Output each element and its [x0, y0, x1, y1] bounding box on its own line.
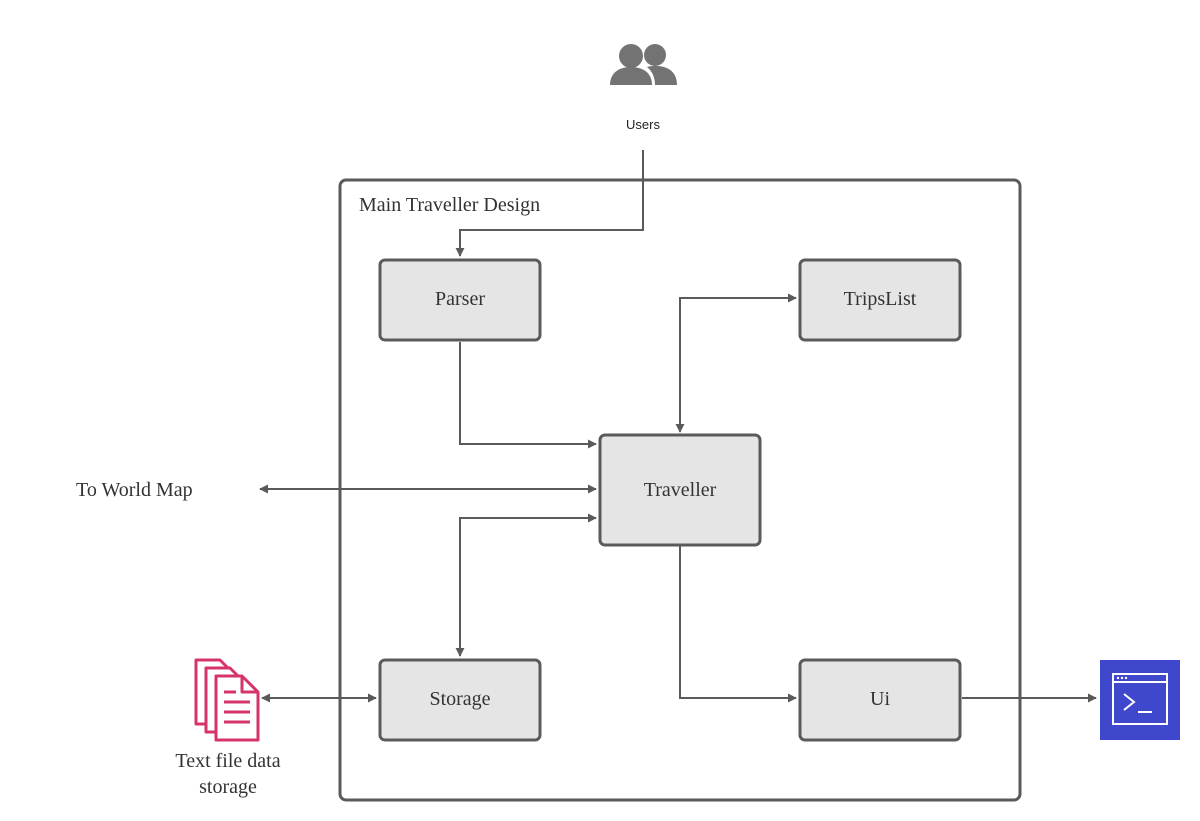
- traveller-label: Traveller: [644, 479, 717, 501]
- users-icon: [610, 44, 677, 85]
- storage-label: Storage: [429, 688, 490, 710]
- document-stack-icon: [194, 658, 260, 742]
- users-label: Users: [626, 117, 660, 132]
- ui-box: Ui: [798, 658, 962, 742]
- users-to-parser-connector: [455, 150, 644, 257]
- file-storage-label-line2: storage: [199, 776, 257, 798]
- traveller-tripslist-connector: [675, 293, 797, 433]
- terminal-icon: [1100, 660, 1180, 740]
- container-title: Main Traveller Design: [359, 194, 540, 216]
- traveller-storage-connector: [455, 513, 597, 657]
- parser-to-traveller-connector: [459, 342, 597, 449]
- parser-box: Parser: [378, 258, 542, 342]
- storage-box: Storage: [378, 658, 542, 742]
- tripslist-box: TripsList: [798, 258, 962, 342]
- parser-label: Parser: [435, 288, 485, 310]
- traveller-to-ui-connector: [679, 546, 797, 703]
- world-map-label: To World Map: [76, 479, 193, 501]
- tripslist-label: TripsList: [844, 288, 917, 310]
- file-storage-label-line1: Text file data: [175, 750, 280, 772]
- traveller-box: Traveller: [598, 433, 762, 547]
- ui-label: Ui: [870, 688, 890, 710]
